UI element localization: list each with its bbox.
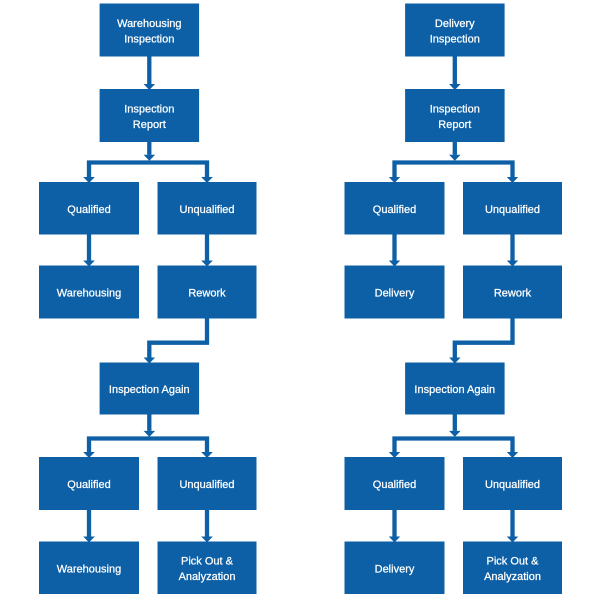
svg-text:Delivery: Delivery [375,563,415,575]
svg-text:Report: Report [133,119,166,131]
svg-text:Qualified: Qualified [67,204,110,216]
svg-text:Warehousing: Warehousing [57,288,121,300]
svg-text:Rework: Rework [188,288,226,300]
svg-text:Warehousing: Warehousing [57,563,121,575]
svg-text:Inspection Again: Inspection Again [109,384,190,396]
svg-text:Unqualified: Unqualified [179,204,234,216]
svg-text:Pick Out &: Pick Out & [487,556,540,568]
svg-text:Unqualified: Unqualified [485,204,540,216]
svg-text:Inspection Again: Inspection Again [414,384,495,396]
svg-text:Report: Report [438,119,471,131]
svg-text:Unqualified: Unqualified [485,479,540,491]
svg-text:Inspection: Inspection [430,33,480,45]
svg-text:Inspection: Inspection [124,33,174,45]
svg-text:Warehousing: Warehousing [117,18,181,30]
svg-text:Delivery: Delivery [375,288,415,300]
svg-text:Inspection: Inspection [430,103,480,115]
svg-text:Qualified: Qualified [67,479,110,491]
svg-text:Qualified: Qualified [373,204,416,216]
svg-text:Analyzation: Analyzation [484,571,541,583]
svg-text:Inspection: Inspection [124,103,174,115]
svg-text:Delivery: Delivery [435,18,475,30]
svg-text:Rework: Rework [494,288,532,300]
svg-text:Pick Out &: Pick Out & [181,556,234,568]
svg-text:Qualified: Qualified [373,479,416,491]
svg-text:Unqualified: Unqualified [179,479,234,491]
svg-text:Analyzation: Analyzation [179,571,236,583]
